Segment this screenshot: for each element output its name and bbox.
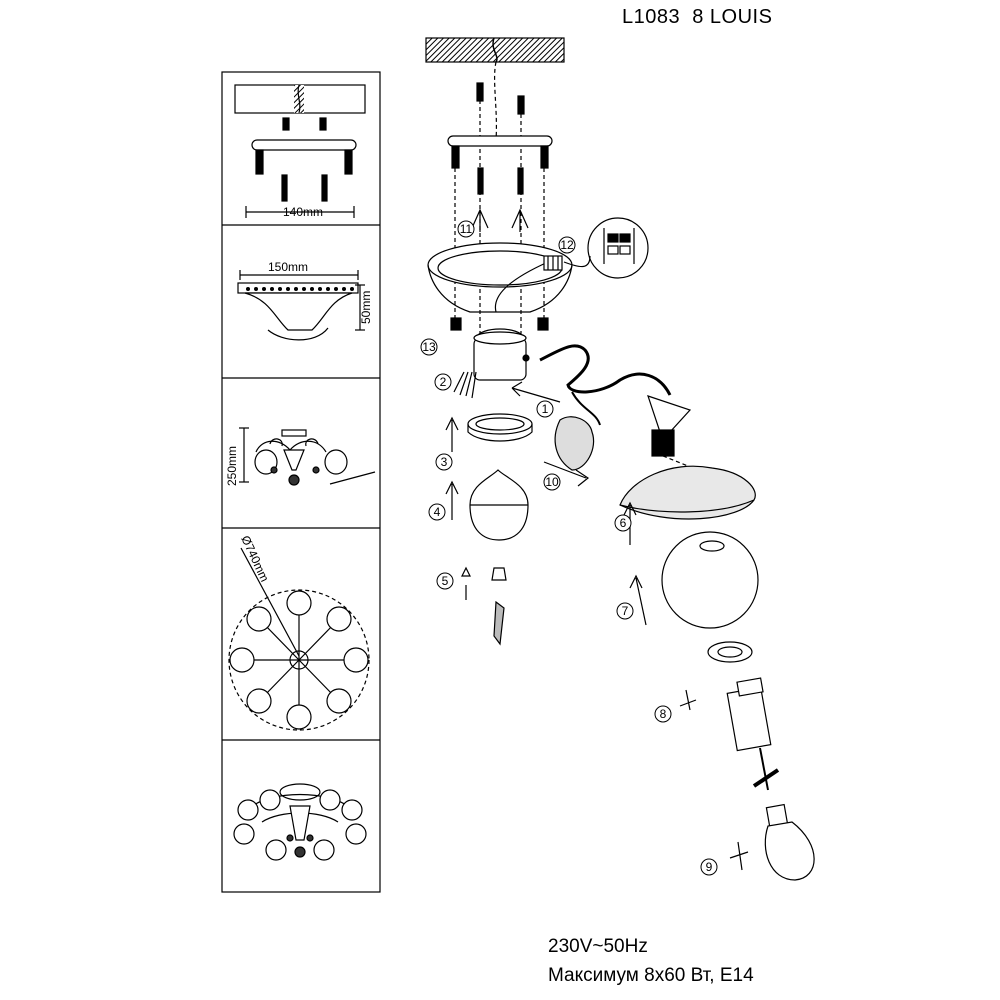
bracket-detail — [234, 84, 366, 218]
step-badges — [420, 220, 718, 876]
canopy-width-label: 150mm — [268, 260, 308, 274]
model-title: L1083 8 LOUIS — [622, 6, 772, 29]
voltage-text: 230V~50Hz — [548, 936, 648, 957]
specs-panel — [221, 71, 381, 893]
top-view-detail — [228, 547, 370, 731]
bracket-width-label: 140mm — [283, 205, 323, 219]
step-11: 11 — [460, 222, 473, 236]
assembled-view-detail — [233, 783, 367, 861]
canopy-beads — [246, 287, 354, 291]
canopy-detail — [237, 270, 365, 341]
step-5: 5 — [442, 574, 449, 588]
step-6: 6 — [620, 516, 627, 530]
electrical-specs: 230V~50Hz Максимум 8x60 Вт, E14 — [548, 932, 754, 990]
side-view-detail — [239, 427, 376, 486]
model-name: 8 LOUIS — [692, 6, 773, 28]
diameter-label: Ø740mm — [238, 533, 272, 584]
step-13: 13 — [422, 340, 436, 354]
step-1: 1 — [542, 402, 549, 416]
step-3: 3 — [441, 455, 448, 469]
exploded-view — [425, 37, 815, 881]
max-power-text: Максимум 8x60 Вт, E14 — [548, 965, 754, 986]
step-2: 2 — [440, 375, 447, 389]
step-9: 9 — [706, 860, 713, 874]
step-7: 7 — [622, 604, 629, 618]
fixture-height-label: 250mm — [225, 446, 239, 486]
canopy-height-label: 50mm — [359, 291, 373, 324]
model-code: L1083 — [622, 6, 681, 28]
step-8: 8 — [660, 707, 667, 721]
step-4: 4 — [434, 505, 441, 519]
step-12: 12 — [560, 238, 574, 252]
step-numbers: 1 2 3 4 5 6 7 8 9 10 11 12 13 — [422, 222, 712, 874]
step-10: 10 — [545, 475, 559, 489]
